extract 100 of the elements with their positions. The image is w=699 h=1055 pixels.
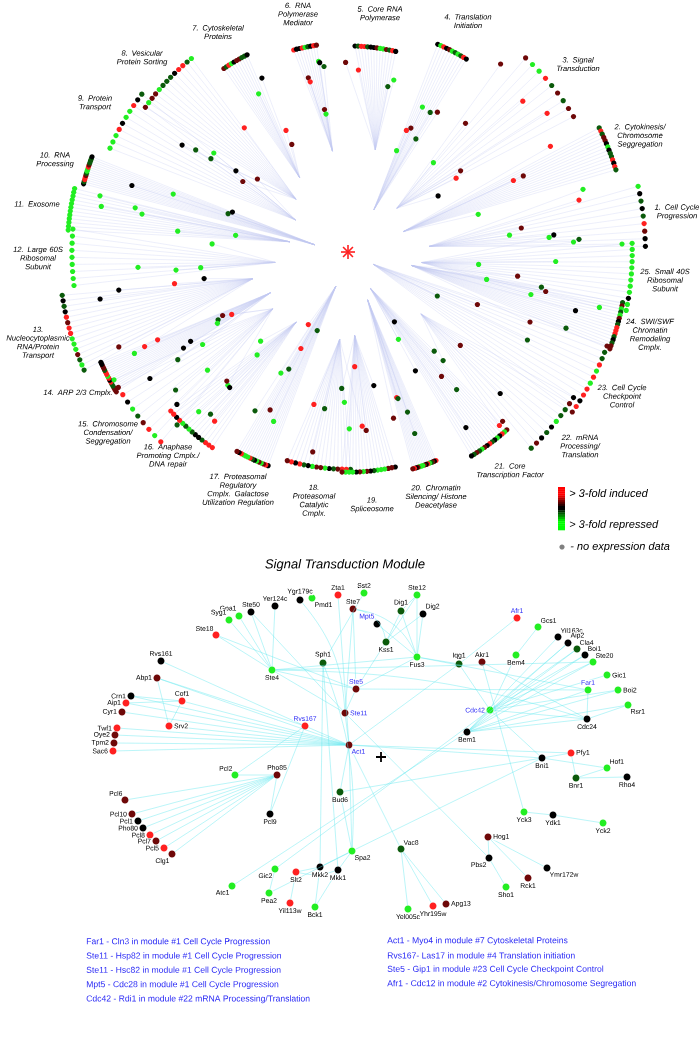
connector-line [403, 851, 444, 902]
module-title: Signal Transduction Module [265, 558, 425, 572]
connector-line [340, 795, 352, 848]
connector-line [302, 602, 345, 710]
connector-line [340, 748, 349, 789]
connector-line [579, 768, 604, 778]
connector-line [387, 614, 400, 639]
interaction-note: Ste5 - Gip1 in module #23 Cell Cycle Checkpoint Control [387, 965, 604, 974]
connector-line [485, 663, 584, 718]
connector-line [172, 726, 346, 745]
connector-line [272, 852, 349, 892]
connector-line [129, 700, 179, 704]
connector-line [417, 617, 423, 654]
connector-line [116, 744, 346, 752]
connector-line [274, 671, 343, 712]
connector-line [299, 867, 317, 872]
connector-line [402, 852, 432, 903]
connector-line [339, 853, 351, 868]
connector-line [492, 712, 540, 756]
connector-line [299, 870, 335, 875]
connector-line [491, 838, 544, 867]
connector-line [357, 644, 385, 687]
interaction-note: Ste11 - Hsc82 in module #1 Cell Cycle Progression [86, 966, 281, 975]
connector-line [350, 748, 400, 846]
connector-line [590, 705, 625, 719]
connector-line [556, 815, 600, 823]
connector-line [160, 678, 302, 726]
connector-line [586, 693, 589, 716]
connector-line [470, 705, 625, 732]
connector-line [403, 597, 415, 609]
connector-line [356, 609, 386, 639]
connector-line [545, 758, 604, 768]
interaction-note: Rvs167- Las17 in module #4 Translation initiation [387, 952, 575, 959]
interaction-note: Cdc42 - Rdi1 in module #22 mRNA Processing/Translation [86, 995, 310, 1004]
connector-line [252, 615, 271, 667]
connector-line [218, 636, 270, 669]
connector-line [469, 712, 488, 730]
connector-line [253, 614, 343, 711]
interaction-note: Mpt5 - Cdc28 in module #1 Cell Cycle Progression [86, 980, 279, 989]
connector-line [308, 727, 346, 744]
connector-line [141, 775, 274, 821]
connector-line [490, 839, 526, 876]
connector-line [461, 620, 515, 662]
legend-label: > 3-fold repressed [569, 519, 659, 531]
interaction-note: Far1 - Cln3 in module #1 Cell Cycle Progression [86, 938, 270, 946]
connector-line [359, 688, 585, 691]
connector-line [275, 657, 414, 670]
connector-line [238, 774, 274, 776]
connector-line [275, 670, 353, 689]
connector-line [346, 692, 355, 710]
legend-label: - no expression data [570, 541, 670, 553]
connector-line [420, 657, 585, 690]
connector-line [470, 691, 585, 732]
connector-line [185, 701, 346, 745]
connector-line [351, 665, 457, 744]
connector-line [240, 618, 271, 668]
connector-line [352, 744, 568, 754]
connector-line [237, 727, 303, 774]
connector-line [269, 872, 275, 890]
connector-line [315, 870, 320, 904]
connector-line [316, 872, 337, 905]
legend-label: > 3-fold induced [569, 488, 649, 498]
connector-line [518, 629, 536, 653]
connector-line [164, 662, 302, 725]
connector-line [416, 598, 418, 654]
connector-line [482, 665, 524, 809]
connector-line [487, 840, 490, 855]
connector-line [290, 875, 296, 900]
connector-line [128, 775, 274, 800]
connector-line [359, 658, 414, 688]
connector-line [388, 616, 421, 640]
connector-line [345, 612, 353, 710]
connector-line [338, 598, 349, 742]
connector-line [379, 626, 415, 655]
connector-line [469, 639, 556, 730]
connector-line [352, 612, 357, 686]
connector-line [219, 636, 353, 688]
connector-line [571, 756, 576, 775]
connector-line [275, 669, 584, 719]
connector-line [271, 609, 276, 667]
connector-line [347, 715, 487, 856]
connector-line [348, 748, 353, 848]
connector-line [527, 812, 550, 815]
connector-line [493, 663, 590, 709]
interaction-note: Act1 - Myo4 in module #7 Cytoskeletal Proteins [387, 937, 568, 945]
interaction-note: Afr1 - Cdc12 in module #2 Cytokinesis/Chromosome Segregation [387, 979, 636, 988]
connector-line [134, 696, 179, 701]
connector-line [157, 681, 169, 723]
connector-line [545, 753, 568, 758]
connector-line [170, 704, 181, 723]
connector-line [491, 658, 515, 707]
connector-line [402, 614, 416, 654]
connector-line [324, 666, 354, 848]
connector-line [579, 776, 624, 779]
connector-line [270, 778, 277, 811]
connector-line [343, 758, 539, 792]
connector-line [231, 622, 270, 668]
connector-line [387, 597, 416, 640]
connector-line [401, 852, 408, 906]
connector-line [493, 690, 615, 710]
